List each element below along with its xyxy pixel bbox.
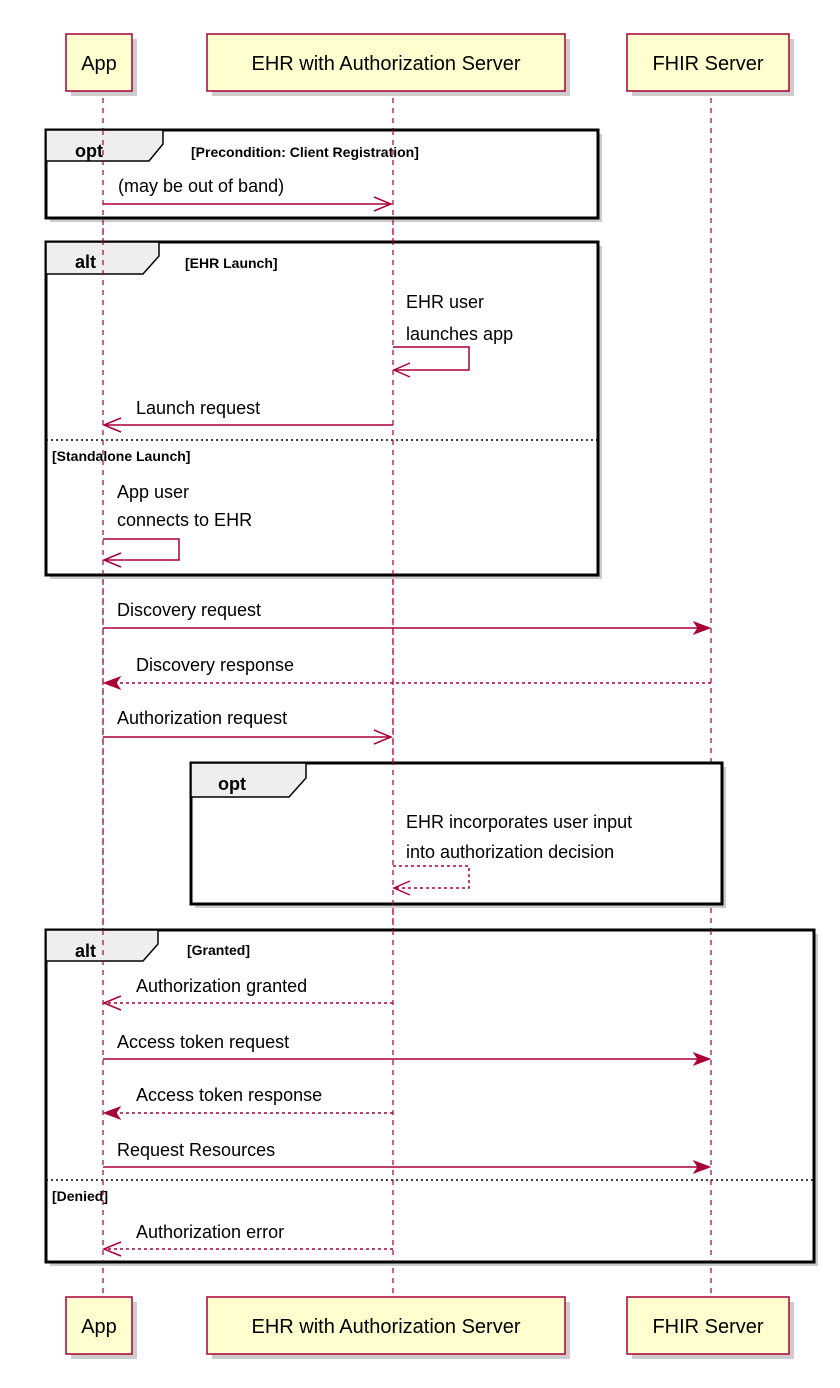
message-label: Access token request [117, 1032, 289, 1052]
message-authorization-request: Authorization request [103, 708, 393, 745]
message-authorization-error: Authorization error [102, 1222, 393, 1257]
arrow-open-icon [392, 880, 411, 896]
participant-ehr-bottom: EHR with Authorization Server [206, 1296, 570, 1359]
message-label: App user [117, 482, 189, 502]
message-line [393, 346, 470, 371]
participant-label: App [81, 1316, 117, 1338]
message-label: Request Resources [117, 1140, 275, 1160]
message-label: connects to EHR [117, 510, 252, 530]
arrow-open-icon [102, 417, 122, 433]
fragment-else-condition: [Standalone Launch] [52, 448, 190, 464]
message-registration: (may be out of band) [103, 176, 393, 212]
message-line [393, 865, 470, 889]
arrow-filled-icon [102, 1105, 122, 1121]
message-label: into authorization decision [406, 842, 614, 862]
arrow-filled-icon [102, 675, 122, 691]
participant-ehr-top: EHR with Authorization Server [206, 33, 570, 96]
arrow-open-icon [373, 729, 393, 745]
participant-label: EHR with Authorization Server [251, 53, 520, 75]
message-label: Discovery request [117, 600, 261, 620]
fragment-alt-launch: alt [EHR Launch] [Standalone Launch] [44, 240, 602, 579]
message-access-token-response: Access token response [102, 1085, 393, 1121]
message-label: Launch request [136, 398, 260, 418]
message-label: Authorization error [136, 1222, 284, 1242]
message-authorization-granted: Authorization granted [102, 976, 393, 1011]
participant-label: App [81, 53, 117, 75]
participant-label: EHR with Authorization Server [251, 1316, 520, 1338]
message-line [103, 538, 180, 561]
message-label: launches app [406, 324, 513, 344]
fragment-kind: alt [75, 941, 96, 961]
fragment-alt-result: alt [Granted] [Denied] [44, 928, 818, 1266]
fragment-condition: [Precondition: Client Registration] [191, 144, 419, 160]
message-discovery-response: Discovery response [102, 655, 711, 691]
participant-app-top: App [65, 33, 137, 96]
fragment-kind: opt [218, 774, 246, 794]
participant-label: FHIR Server [652, 1316, 763, 1338]
arrow-filled-icon [692, 620, 712, 636]
fragment-condition: [EHR Launch] [185, 255, 278, 271]
message-label: EHR user [406, 292, 484, 312]
arrow-open-icon [102, 552, 122, 568]
participant-app-bottom: App [65, 1296, 137, 1359]
arrow-open-icon [373, 196, 393, 212]
message-label: Discovery response [136, 655, 294, 675]
participant-fhir-top: FHIR Server [626, 33, 794, 96]
fragment-kind: opt [75, 141, 103, 161]
arrow-filled-icon [692, 1051, 712, 1067]
message-label: Authorization request [117, 708, 287, 728]
message-access-token-request: Access token request [103, 1032, 712, 1067]
arrow-filled-icon [692, 1159, 712, 1175]
fragment-else-condition: [Denied] [52, 1188, 108, 1204]
message-label: EHR incorporates user input [406, 812, 632, 832]
message-label: (may be out of band) [118, 176, 284, 196]
participant-fhir-bottom: FHIR Server [626, 1296, 794, 1359]
message-discovery-request: Discovery request [103, 600, 712, 636]
fragment-kind: alt [75, 252, 96, 272]
arrow-open-icon [102, 1241, 122, 1257]
fragment-condition: [Granted] [187, 942, 250, 958]
participant-label: FHIR Server [652, 53, 763, 75]
message-launch-request: Launch request [102, 398, 393, 433]
message-label: Authorization granted [136, 976, 307, 996]
arrow-open-icon [392, 362, 411, 378]
message-label: Access token response [136, 1085, 322, 1105]
message-ehr-launch: EHR user launches app [392, 292, 513, 378]
fragment-opt-decision: opt [189, 761, 726, 908]
arrow-open-icon [102, 995, 122, 1011]
message-request-resources: Request Resources [103, 1140, 712, 1175]
message-ehr-decision: EHR incorporates user input into authori… [392, 812, 632, 896]
message-standalone-launch: App user connects to EHR [102, 482, 252, 568]
